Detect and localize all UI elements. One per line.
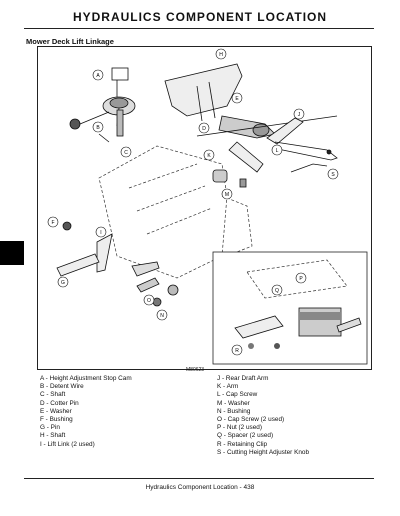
svg-text:L: L bbox=[276, 148, 279, 154]
legend-item: A - Height Adjustment Stop Cam bbox=[40, 375, 132, 382]
svg-text:G: G bbox=[61, 280, 65, 286]
callout-s: S bbox=[327, 168, 339, 180]
legend-item: D - Cotter Pin bbox=[40, 399, 79, 407]
svg-text:J: J bbox=[298, 112, 301, 118]
inset-detail bbox=[212, 251, 368, 365]
legend-item: K - Arm bbox=[217, 383, 239, 391]
header-rule bbox=[24, 28, 374, 29]
svg-text:H: H bbox=[219, 52, 223, 58]
legend-right: J - Rear Draft Arm K - Arm L - Cap Screw… bbox=[217, 375, 309, 457]
legend-item: G - Pin bbox=[40, 424, 60, 432]
legend-item: F - Bushing bbox=[40, 416, 73, 424]
callout-o: O bbox=[143, 294, 155, 306]
page-footer: Hydraulics Component Location - 438 bbox=[145, 484, 255, 491]
legend-item: Q - Spacer (2 used) bbox=[217, 432, 274, 440]
svg-text:S: S bbox=[331, 172, 335, 178]
callout-q: Q bbox=[271, 284, 283, 296]
callout-b: B bbox=[92, 121, 104, 133]
legend-item: O - Cap Screw (2 used) bbox=[217, 416, 285, 424]
legend-item: H - Shaft bbox=[40, 432, 66, 440]
callout-m: M bbox=[221, 188, 233, 200]
svg-text:B: B bbox=[96, 125, 100, 131]
svg-text:O: O bbox=[147, 298, 151, 304]
callout-r: R bbox=[231, 344, 243, 356]
legend-item: B - Detent Wire bbox=[40, 383, 84, 391]
legend-item: P - Nut (2 used) bbox=[217, 424, 262, 432]
callout-i: I bbox=[95, 226, 107, 238]
callout-l: L bbox=[271, 144, 283, 156]
svg-text:K: K bbox=[207, 153, 211, 159]
svg-text:N: N bbox=[160, 313, 164, 319]
lift-linkage-diagram: A B C D E F G H I J K L M N O P Q R S bbox=[37, 46, 372, 370]
callout-n: N bbox=[156, 309, 168, 321]
callout-j: J bbox=[293, 108, 305, 120]
legend-item: M - Washer bbox=[217, 399, 250, 407]
footer-rule bbox=[24, 478, 374, 479]
callout-a: A bbox=[92, 69, 104, 81]
svg-text:C: C bbox=[124, 150, 128, 156]
callout-d: D bbox=[198, 122, 210, 134]
frame-outline bbox=[98, 145, 253, 279]
callout-c: C bbox=[120, 146, 132, 158]
section-title: Mower Deck Lift Linkage bbox=[26, 37, 114, 46]
callout-p: P bbox=[295, 272, 307, 284]
svg-text:P: P bbox=[299, 276, 303, 282]
svg-text:R: R bbox=[235, 348, 239, 354]
figure-number: M80623 bbox=[186, 367, 205, 373]
svg-text:A: A bbox=[96, 73, 100, 79]
callout-h: H bbox=[215, 48, 227, 60]
svg-text:Q: Q bbox=[275, 288, 279, 294]
legend-left: A - Height Adjustment Stop Cam B - Deten… bbox=[40, 375, 132, 449]
svg-text:D: D bbox=[202, 126, 206, 132]
legend-item: L - Cap Screw bbox=[217, 391, 258, 399]
legend-item: S - Cutting Height Adjuster Knob bbox=[217, 448, 310, 456]
callout-k: K bbox=[203, 149, 215, 161]
svg-text:F: F bbox=[51, 220, 54, 226]
page-title: HYDRAULICS COMPONENT LOCATION bbox=[72, 10, 328, 24]
legend-item: I - Lift Link (2 used) bbox=[40, 440, 95, 448]
arm bbox=[212, 141, 264, 188]
legend-item: E - Washer bbox=[40, 407, 72, 415]
rear-draft-arm bbox=[266, 117, 338, 173]
callout-f: F bbox=[47, 216, 59, 228]
legend-item: R - Retaining Clip bbox=[217, 440, 268, 448]
callout-e: E bbox=[231, 92, 243, 104]
svg-text:E: E bbox=[235, 96, 239, 102]
upper-bracket bbox=[164, 63, 338, 139]
chapter-tab-marker bbox=[0, 241, 24, 265]
lift-links bbox=[56, 221, 179, 307]
callout-g: G bbox=[57, 276, 69, 288]
legend-item: N - Bushing bbox=[217, 407, 251, 415]
legend-item: C - Shaft bbox=[40, 391, 66, 399]
legend-item: J - Rear Draft Arm bbox=[217, 375, 269, 382]
svg-text:M: M bbox=[225, 192, 229, 198]
svg-text:I: I bbox=[100, 230, 101, 236]
height-adjustment-cam bbox=[69, 67, 136, 143]
